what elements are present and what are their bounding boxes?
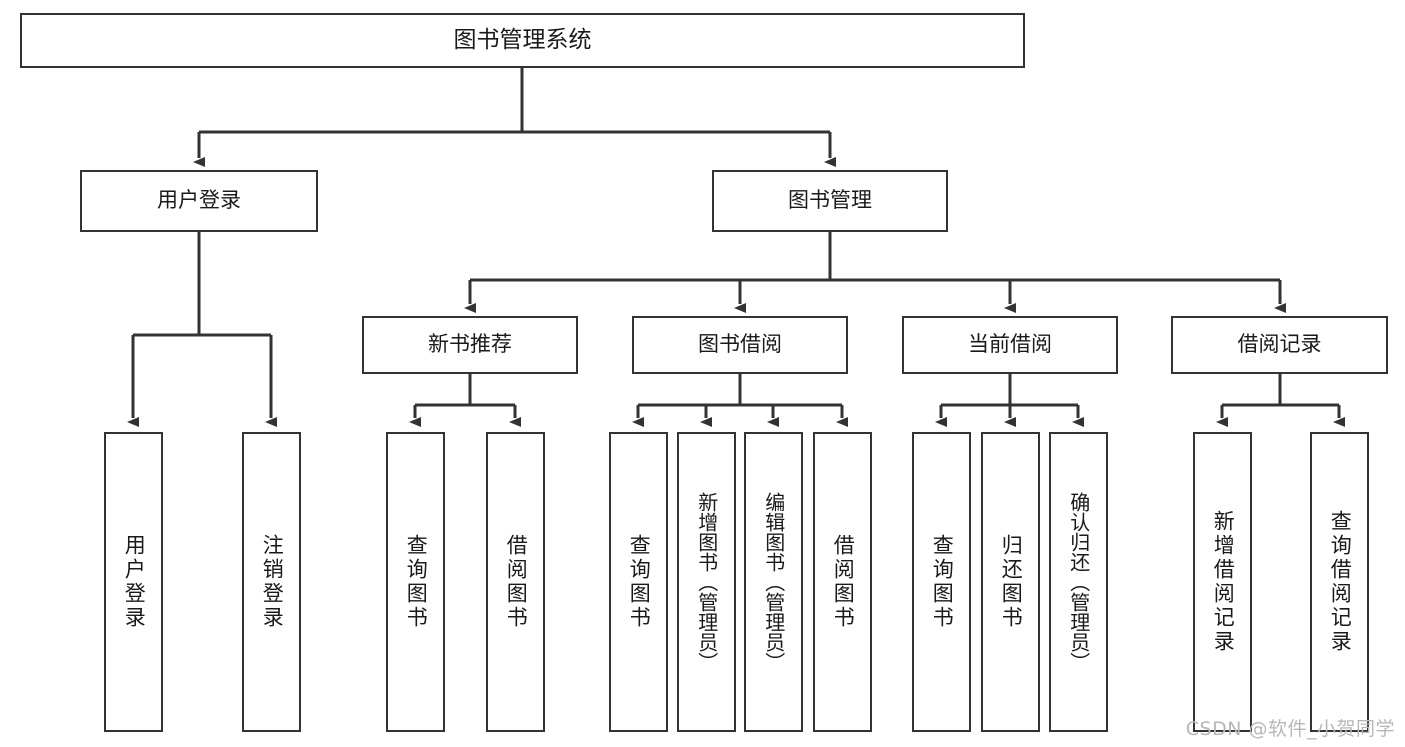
leaf-query-book-current[interactable]: 查询图书 [912, 432, 971, 732]
node-root-book-management-system[interactable]: 图书管理系统 [20, 13, 1025, 68]
node-label: 查询图书 [404, 534, 429, 630]
node-label: 查询借阅记录 [1328, 510, 1353, 654]
leaf-user-login[interactable]: 用户登录 [104, 432, 163, 732]
node-borrow-record[interactable]: 借阅记录 [1171, 316, 1388, 374]
node-label: 注销登录 [260, 534, 285, 630]
leaf-user-logout[interactable]: 注销登录 [242, 432, 301, 732]
csdn-watermark: CSDN @软件_小贺同学 [1185, 718, 1395, 740]
leaf-query-book-borrow[interactable]: 查询图书 [609, 432, 668, 732]
node-new-book-recommend[interactable]: 新书推荐 [362, 316, 578, 374]
leaf-add-borrow-record[interactable]: 新增借阅记录 [1193, 432, 1252, 732]
node-label: 当前借阅 [968, 332, 1052, 357]
node-book-borrow[interactable]: 图书借阅 [632, 316, 848, 374]
node-user-login[interactable]: 用户登录 [80, 170, 318, 232]
node-label: 借阅图书 [504, 534, 529, 630]
leaf-borrow-book-recommend[interactable]: 借阅图书 [486, 432, 545, 732]
node-label: 查询图书 [627, 534, 652, 630]
node-label: 新增图书（管理员） [694, 492, 719, 672]
node-label: 图书借阅 [698, 332, 782, 357]
leaf-add-book-admin[interactable]: 新增图书（管理员） [677, 432, 736, 732]
node-label: 借阅记录 [1237, 332, 1322, 357]
node-label: 确认归还（管理员） [1066, 492, 1091, 672]
leaf-query-book-recommend[interactable]: 查询图书 [386, 432, 445, 732]
node-label: 用户登录 [157, 188, 241, 213]
leaf-return-book[interactable]: 归还图书 [981, 432, 1040, 732]
leaf-query-borrow-record[interactable]: 查询借阅记录 [1310, 432, 1369, 732]
leaf-confirm-return-admin[interactable]: 确认归还（管理员） [1049, 432, 1108, 732]
node-label: 借阅图书 [831, 534, 856, 630]
node-book-management[interactable]: 图书管理 [712, 170, 948, 232]
leaf-borrow-book-borrow[interactable]: 借阅图书 [813, 432, 872, 732]
node-label: 编辑图书（管理员） [761, 492, 786, 672]
node-label: 归还图书 [999, 534, 1024, 630]
node-current-borrow[interactable]: 当前借阅 [902, 316, 1118, 374]
node-label: 图书管理 [788, 188, 872, 213]
node-label: 图书管理系统 [453, 26, 592, 53]
node-label: 新书推荐 [428, 332, 512, 357]
node-label: 新增借阅记录 [1211, 510, 1236, 654]
leaf-edit-book-admin[interactable]: 编辑图书（管理员） [744, 432, 803, 732]
node-label: 查询图书 [930, 534, 955, 630]
node-label: 用户登录 [122, 534, 147, 630]
